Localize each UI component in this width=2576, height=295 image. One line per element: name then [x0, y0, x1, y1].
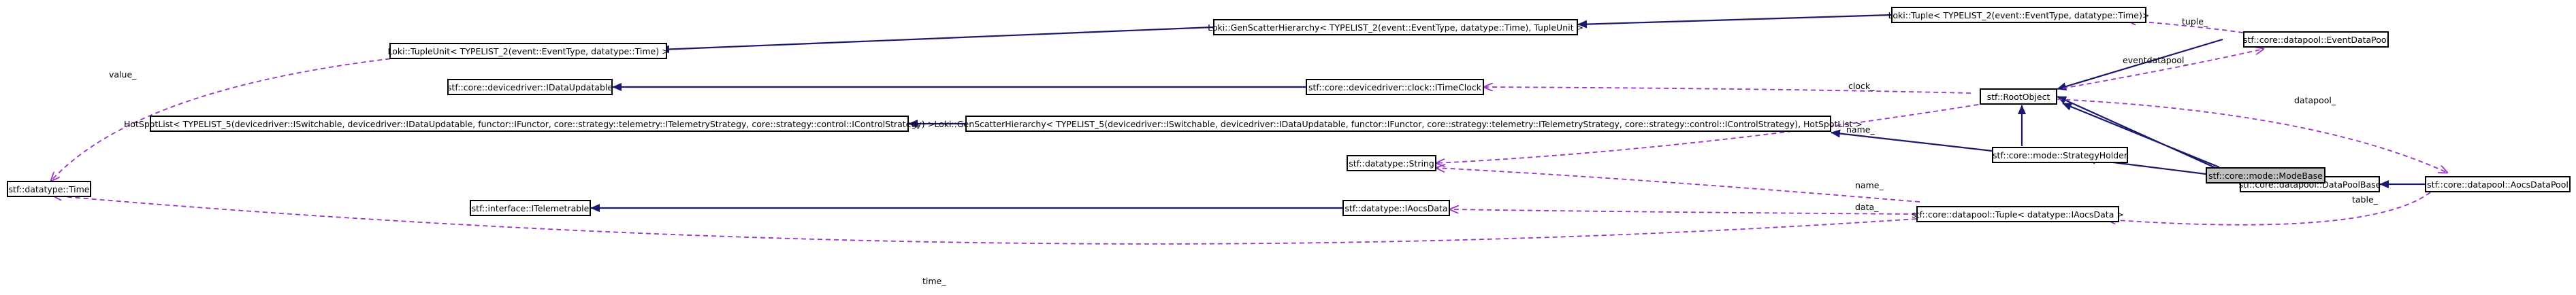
- edge-label-eventdatapool: eventdatapool_: [2123, 55, 2189, 65]
- edge-table: [2107, 192, 2431, 226]
- node-mode-base[interactable]: stf::core::mode::ModeBase: [2206, 167, 2325, 184]
- edge-data: [1450, 209, 1917, 215]
- edge-strategy-holder-to-gen-scatter-hotspot: [1831, 129, 1993, 152]
- edge-label-value: value_: [109, 69, 137, 80]
- node-data-updatable[interactable]: stf::core::devicedriver::IDataUpdatable: [447, 79, 613, 95]
- node-gen-scatter-event[interactable]: Loki::GenScatterHierarchy< TYPELIST_2(ev…: [1208, 19, 1583, 35]
- edge-event-data-pool-to-root-object: [2057, 38, 2223, 91]
- edge-label-time: time_: [922, 276, 946, 286]
- edge-time: [53, 196, 1917, 245]
- node-tuple-time[interactable]: Loki::Tuple< TYPELIST_2(event::EventType…: [1888, 7, 2149, 23]
- node-root-object[interactable]: stf::RootObject: [1980, 88, 2057, 105]
- node-strategy-holder[interactable]: stf::core::mode::StrategyHolder: [1992, 147, 2128, 163]
- node-hotspot-list[interactable]: HotSpotList< TYPELIST_5(devicedriver::IS…: [124, 116, 935, 132]
- edge-name-lower: [1436, 168, 1920, 203]
- node-aocs-data-pool[interactable]: stf::core::datapool::AocsDataPool: [2425, 176, 2571, 192]
- edge-label-tuple: tuple_: [2182, 16, 2208, 27]
- edge-clock: [1484, 87, 1971, 94]
- node-tuple-iaocs[interactable]: stf::core::datapool::Tuple< datatype::IA…: [1912, 206, 2124, 222]
- node-time[interactable]: stf::datatype::Time: [7, 181, 91, 197]
- node-tuple-unit[interactable]: Loki::TupleUnit< TYPELIST_2(event::Event…: [387, 43, 669, 59]
- node-itelemetrable[interactable]: stf::interface::ITelemetrable: [470, 200, 591, 216]
- edge-label-name-lower: name_: [1855, 180, 1884, 190]
- node-itime-clock[interactable]: stf::core::devicedriver::clock::ITimeClo…: [1306, 79, 1484, 95]
- node-string[interactable]: stf::datatype::String: [1347, 155, 1436, 171]
- edge-datapool: [2057, 99, 2447, 173]
- edge-tuple-time-to-gen-scatter-event: [1577, 14, 1892, 29]
- edge-label-table: table_: [2352, 194, 2378, 205]
- edge-value: [51, 57, 399, 181]
- edge-name-upper: [1436, 101, 1995, 163]
- edge-mode-base-to-root-object: [2062, 102, 2220, 169]
- edge-label-data: data_: [1855, 202, 1879, 212]
- edge-label-name-upper: name_: [1846, 124, 1875, 135]
- edge-gen-scatter-event-to-tuple-unit: [660, 26, 1214, 54]
- edge-eventdatapool: [2062, 49, 2264, 89]
- node-iaocs-data[interactable]: stf::datatype::IAocsData: [1342, 200, 1450, 216]
- edge-label-clock: clock_: [1848, 81, 1875, 91]
- edge-label-datapool: datapool_: [2294, 95, 2336, 105]
- node-event-data-pool[interactable]: stf::core::datapool::EventDataPool: [2243, 31, 2389, 48]
- node-gen-scatter-hotspot[interactable]: Loki::GenScatterHierarchy< TYPELIST_5(de…: [934, 116, 1863, 132]
